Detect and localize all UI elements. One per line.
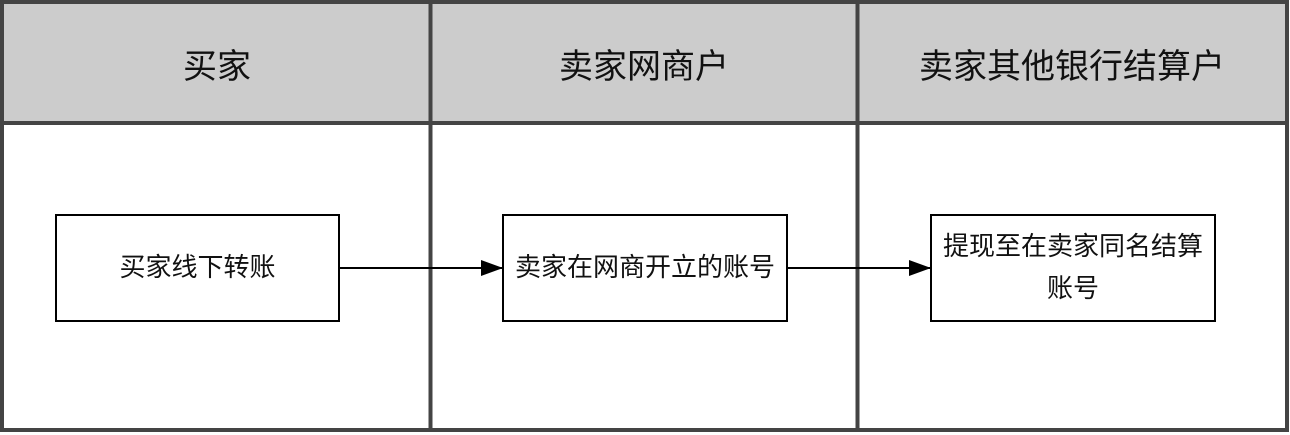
lane-header-seller-mybank: 卖家网商户 — [431, 4, 857, 122]
process-text-seller-account: 卖家在网商开立的账号 — [514, 253, 775, 283]
lane-title-seller-mybank: 卖家网商户 — [559, 46, 729, 87]
lane-title-seller-other-bank: 卖家其他银行结算户 — [919, 46, 1225, 87]
process-box-withdraw: 提现至在卖家同名结算账号 — [930, 214, 1216, 322]
process-text-buyer-transfer: 买家线下转账 — [119, 253, 276, 283]
process-box-seller-account: 卖家在网商开立的账号 — [502, 214, 788, 322]
lane-title-buyer: 买家 — [183, 46, 251, 87]
lane-header-seller-other-bank: 卖家其他银行结算户 — [858, 4, 1286, 122]
process-text-withdraw: 提现至在卖家同名结算账号 — [942, 232, 1203, 304]
process-box-buyer-transfer: 买家线下转账 — [55, 214, 340, 322]
lane-header-buyer: 买家 — [4, 4, 430, 122]
